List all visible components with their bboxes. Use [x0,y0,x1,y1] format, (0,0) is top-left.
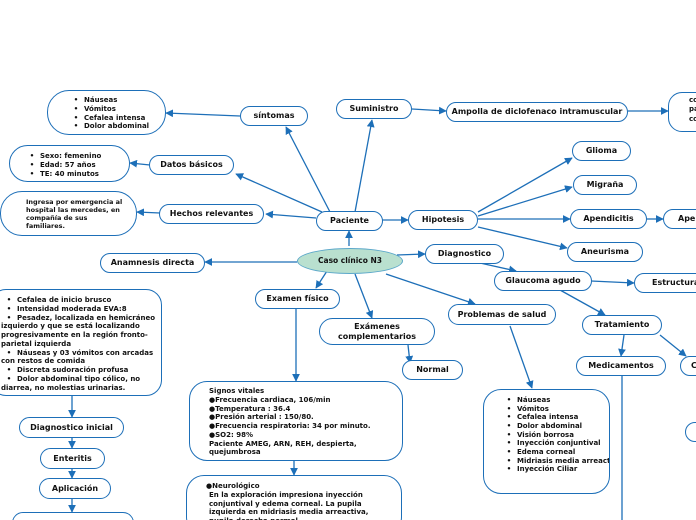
list-item: Edad: 57 años [24,161,129,170]
signos-vitales-box[interactable]: Signos vitales ●Frecuencia cardiaca, 106… [189,381,403,461]
glioma-node[interactable]: Glioma [572,141,631,161]
diagnostico-node[interactable]: Diagnostico [425,244,504,264]
hechos-relevantes-node[interactable]: Hechos relevantes [159,204,264,224]
list-item: Inyección Ciliar [501,465,607,474]
cut-off-bottom-node[interactable] [12,512,134,520]
cut-off-node[interactable]: co pa co [668,92,696,132]
list-item: Visión borrosa [501,431,607,440]
anamnesis-node[interactable]: Anamnesis directa [100,253,205,273]
normal-node[interactable]: Normal [402,360,463,380]
list-item: Dolor abdominal [68,122,165,131]
sintomas-node[interactable]: síntomas [240,106,308,126]
problemas-list-box[interactable]: Náuseas Vómitos Cefalea intensa Dolor ab… [483,389,610,494]
estructuras-label: Estructuras [652,278,696,288]
list-item: Vómitos [68,105,165,114]
tratamiento-node[interactable]: Tratamiento [582,315,662,335]
apendicitis-node[interactable]: Apendicitis [570,209,647,229]
neuro-text: En la exploración impresiona inyección c… [209,490,369,520]
list-item: ●Frecuencia cardiaca, 106/min [209,395,331,404]
cut-off-child-node[interactable]: C [680,356,696,376]
examen-fisico-node[interactable]: Examen físico [255,289,340,309]
aneurisma-node[interactable]: Aneurisma [567,242,643,262]
list-item: ●SO2: 98% [209,430,253,439]
list-item: Paciente AMEG, ARN, REH, despierta, quej… [209,439,357,457]
list-item: Cefalea intensa [501,413,607,422]
list-item: Cefalea de inicio brusco [1,296,157,305]
list-item: Inyección conjuntival [501,439,607,448]
list-item: Dolor abdominal tipo cólico, no diarrea,… [1,375,157,393]
list-item: Náuseas [68,96,165,105]
ampolla-node[interactable]: Ampolla de diclofenaco intramuscular [446,102,628,122]
hechos-text-box[interactable]: Ingresa por emergencia al hospital las m… [0,191,137,236]
suministro-node[interactable]: Suministro [336,99,412,119]
list-item: Intensidad moderada EVA:8 [1,305,157,314]
hechos-text: Ingresa por emergencia al hospital las m… [26,198,123,231]
sintomas-list-box[interactable]: Náuseas Vómitos Cefalea intensa Dolor ab… [47,90,166,135]
problemas-salud-node[interactable]: Problemas de salud [448,304,556,325]
list-item: Edema corneal [501,448,607,457]
datos-list-box[interactable]: Sexo: femenino Edad: 57 años TE: 40 minu… [9,145,130,182]
apendicitis-next-label: Aper [678,214,696,224]
list-item: Náuseas [501,396,607,405]
enteritis-node[interactable]: Enteritis [40,448,105,469]
paciente-node[interactable]: Paciente [316,211,383,231]
signos-title: Signos vitales [209,387,265,395]
estructuras-node[interactable]: Estructuras [634,273,696,293]
apendicitis-next-node[interactable]: Aper [663,209,696,229]
list-item: Discreta sudoración profusa [1,366,157,375]
anamnesis-list-box[interactable]: Cefalea de inicio brusco Intensidad mode… [0,289,162,396]
diagnostico-inicial-node[interactable]: Diagnostico inicial [19,417,124,438]
hipotesis-node[interactable]: Hipotesis [408,210,478,230]
signos-list: ●Frecuencia cardiaca, 106/min ●Temperatu… [209,396,396,457]
neurologico-box[interactable]: ●Neurológico En la exploración impresion… [186,475,402,520]
list-item: Pesadez, localizada en hemicráneo izquie… [1,314,157,349]
list-item: ●Temperatura : 36.4 [209,404,291,413]
problemas-list: Náuseas Vómitos Cefalea intensa Dolor ab… [501,396,609,474]
migrana-node[interactable]: Migraña [573,175,637,195]
datos-basicos-node[interactable]: Datos básicos [149,155,234,175]
list-item: Dolor abdominal [501,422,607,431]
list-item: Midriasis media arreactiva [501,457,609,466]
list-item: Cefalea intensa [68,114,165,123]
datos-list: Sexo: femenino Edad: 57 años TE: 40 minu… [24,152,129,178]
examenes-complementarios-node[interactable]: Exámenes complementarios [319,318,435,345]
central-topic-node[interactable]: Caso clínico N3 [297,248,403,274]
list-item: Sexo: femenino [24,152,129,161]
list-item: ●Presión arterial : 150/80. [209,413,314,422]
list-item: Náuseas y 03 vómitos con arcadas con res… [1,349,157,367]
list-item: TE: 40 minutos [24,170,129,179]
aplicacion-node[interactable]: Aplicación [39,478,111,499]
glaucoma-agudo-node[interactable]: Glaucoma agudo [494,271,592,291]
cut-off-text: co pa co [689,96,696,123]
medicamentos-node[interactable]: Medicamentos [576,356,666,376]
list-item: Vómitos [501,405,607,414]
anamnesis-list: Cefalea de inicio brusco Intensidad mode… [1,296,157,392]
neuro-title: ●Neurológico [206,482,260,490]
list-item: ●Frecuencia respiratoria: 34 por minuto. [209,422,371,430]
sintomas-list: Náuseas Vómitos Cefalea intensa Dolor ab… [68,96,165,131]
